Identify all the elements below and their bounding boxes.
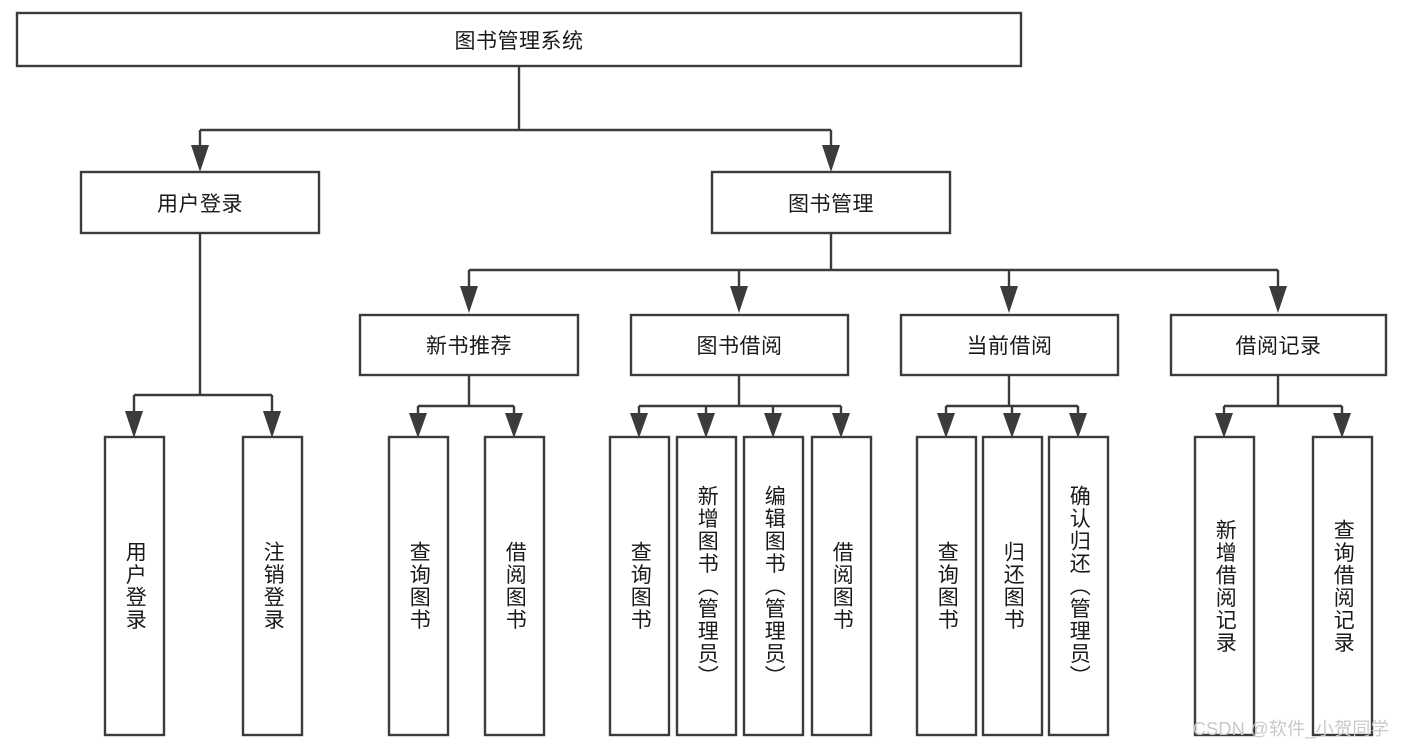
node-book-manage[interactable] bbox=[710, 170, 952, 235]
node-query-book-1[interactable] bbox=[387, 435, 450, 737]
watermark-text: CSDN @软件_小贺同学 bbox=[1192, 719, 1389, 739]
arrowhead-icon bbox=[1003, 413, 1021, 438]
arrowhead-icon bbox=[630, 413, 648, 438]
node-user-login[interactable] bbox=[79, 170, 321, 235]
node-new-book-rec[interactable] bbox=[358, 313, 580, 377]
arrowhead-icon bbox=[505, 413, 523, 438]
arrowhead-icon bbox=[822, 145, 840, 172]
connector-group bbox=[132, 66, 1344, 426]
node-borrow-book-1[interactable] bbox=[483, 435, 546, 737]
node-root[interactable] bbox=[15, 11, 1023, 68]
node-user-login-do[interactable] bbox=[103, 435, 166, 737]
node-query-book-3[interactable] bbox=[915, 435, 978, 737]
node-borrow-book-2[interactable] bbox=[810, 435, 873, 737]
connector-borrowrecord-bus bbox=[1222, 375, 1344, 426]
arrowhead-icon bbox=[263, 411, 281, 438]
connector-root-bus bbox=[198, 66, 833, 160]
arrowhead-icon bbox=[125, 411, 143, 438]
arrowhead-icon bbox=[730, 286, 748, 313]
arrowhead-icon bbox=[832, 413, 850, 438]
node-query-record[interactable] bbox=[1311, 435, 1374, 737]
arrowhead-icon bbox=[191, 145, 209, 172]
node-return-book[interactable] bbox=[981, 435, 1044, 737]
node-book-borrow[interactable] bbox=[629, 313, 850, 377]
connector-newbook-bus bbox=[416, 375, 516, 426]
arrowhead-group bbox=[125, 145, 1351, 438]
node-confirm-return[interactable] bbox=[1047, 435, 1110, 737]
arrowhead-icon bbox=[764, 413, 782, 438]
arrowhead-icon bbox=[460, 286, 478, 313]
arrowhead-icon bbox=[937, 413, 955, 438]
arrowhead-icon bbox=[1069, 413, 1087, 438]
node-box-group bbox=[15, 11, 1388, 737]
arrowhead-icon bbox=[1000, 286, 1018, 313]
connector-bookmanage-bus bbox=[467, 233, 1280, 300]
connector-userlogin-bus bbox=[132, 233, 274, 426]
node-borrow-record[interactable] bbox=[1169, 313, 1388, 377]
node-edit-book[interactable] bbox=[742, 435, 805, 737]
node-add-record[interactable] bbox=[1193, 435, 1256, 737]
connector-bookborrow-bus bbox=[637, 375, 843, 426]
arrowhead-icon bbox=[1269, 286, 1287, 313]
arrowhead-icon bbox=[1215, 413, 1233, 438]
arrowhead-icon bbox=[697, 413, 715, 438]
arrowhead-icon bbox=[1333, 413, 1351, 438]
node-current-borrow[interactable] bbox=[899, 313, 1120, 377]
node-query-book-2[interactable] bbox=[608, 435, 671, 737]
node-add-book[interactable] bbox=[675, 435, 738, 737]
arrowhead-icon bbox=[409, 413, 427, 438]
node-user-logout[interactable] bbox=[241, 435, 304, 737]
